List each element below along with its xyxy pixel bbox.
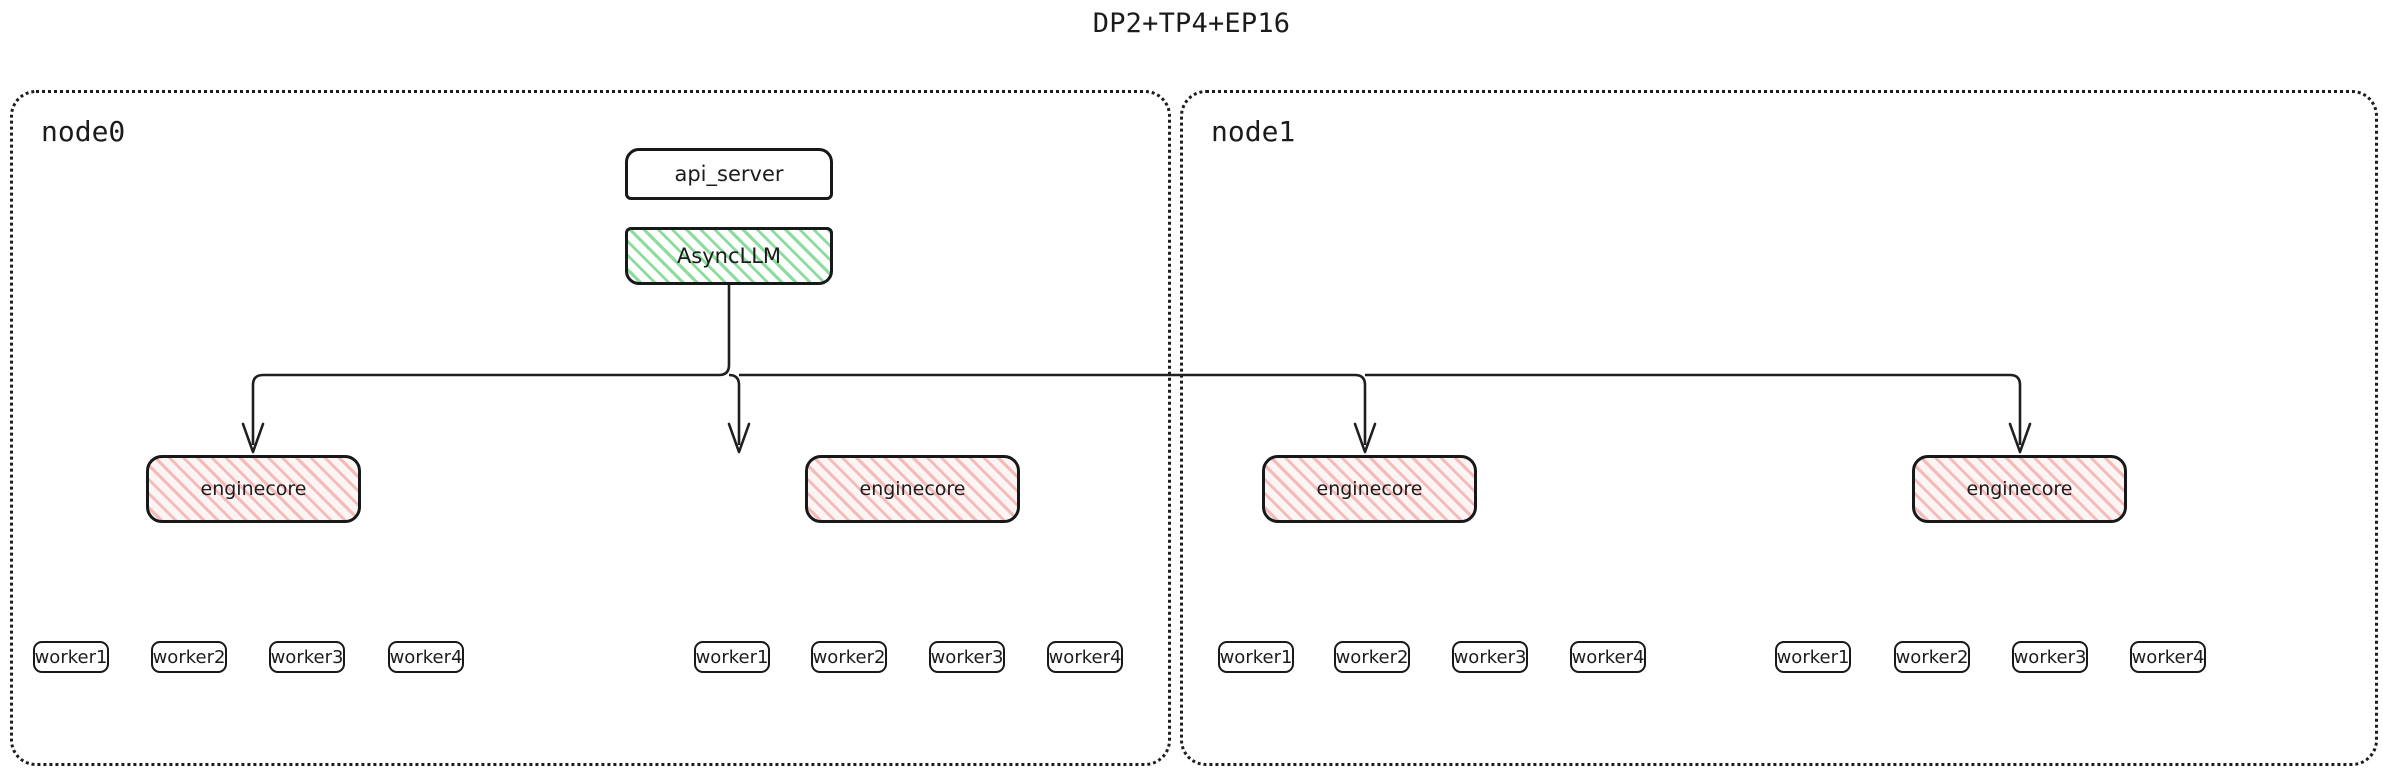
- enginecore-box-3[interactable]: enginecore: [1262, 455, 1477, 523]
- api-server-box[interactable]: api_server: [625, 148, 833, 200]
- enginecore-box-1[interactable]: enginecore: [146, 455, 361, 523]
- enginecore-label-3: enginecore: [1316, 478, 1423, 500]
- worker-label-g3-w4: worker4: [1571, 646, 1645, 668]
- worker-box-g1-w4[interactable]: worker4: [388, 641, 464, 673]
- enginecore-label-1: enginecore: [200, 478, 307, 500]
- enginecore-label-4: enginecore: [1966, 478, 2073, 500]
- worker-label-g4-w2: worker2: [1895, 646, 1969, 668]
- worker-label-g4-w3: worker3: [2013, 646, 2087, 668]
- worker-label-g2-w4: worker4: [1048, 646, 1122, 668]
- worker-box-g2-w2[interactable]: worker2: [811, 641, 887, 673]
- worker-label-g1-w2: worker2: [152, 646, 226, 668]
- asyncllm-label: AsyncLLM: [676, 244, 782, 268]
- worker-box-g1-w2[interactable]: worker2: [151, 641, 227, 673]
- enginecore-box-2[interactable]: enginecore: [805, 455, 1020, 523]
- node-group-label-node0: node0: [41, 115, 126, 148]
- worker-box-g1-w3[interactable]: worker3: [269, 641, 345, 673]
- worker-box-g3-w3[interactable]: worker3: [1452, 641, 1528, 673]
- page-title: DP2+TP4+EP16: [1092, 8, 1291, 39]
- worker-box-g2-w4[interactable]: worker4: [1047, 641, 1123, 673]
- worker-label-g4-w4: worker4: [2131, 646, 2205, 668]
- worker-box-g2-w3[interactable]: worker3: [929, 641, 1005, 673]
- worker-box-g3-w2[interactable]: worker2: [1334, 641, 1410, 673]
- worker-label-g1-w1: worker1: [34, 646, 108, 668]
- worker-label-g4-w1: worker1: [1776, 646, 1850, 668]
- worker-label-g1-w3: worker3: [270, 646, 344, 668]
- worker-box-g4-w3[interactable]: worker3: [2012, 641, 2088, 673]
- worker-label-g3-w3: worker3: [1453, 646, 1527, 668]
- worker-label-g2-w3: worker3: [930, 646, 1004, 668]
- asyncllm-box[interactable]: AsyncLLM: [625, 227, 833, 285]
- worker-box-g2-w1[interactable]: worker1: [694, 641, 770, 673]
- enginecore-box-4[interactable]: enginecore: [1912, 455, 2127, 523]
- worker-label-g3-w2: worker2: [1335, 646, 1409, 668]
- worker-box-g4-w1[interactable]: worker1: [1775, 641, 1851, 673]
- worker-box-g4-w4[interactable]: worker4: [2130, 641, 2206, 673]
- node-group-label-node1: node1: [1211, 115, 1296, 148]
- worker-label-g1-w4: worker4: [389, 646, 463, 668]
- worker-box-g4-w2[interactable]: worker2: [1894, 641, 1970, 673]
- enginecore-label-2: enginecore: [859, 478, 966, 500]
- worker-label-g3-w1: worker1: [1219, 646, 1293, 668]
- worker-box-g3-w1[interactable]: worker1: [1218, 641, 1294, 673]
- api-server-label: api_server: [674, 162, 784, 186]
- worker-box-g1-w1[interactable]: worker1: [33, 641, 109, 673]
- worker-label-g2-w1: worker1: [695, 646, 769, 668]
- worker-box-g3-w4[interactable]: worker4: [1570, 641, 1646, 673]
- worker-label-g2-w2: worker2: [812, 646, 886, 668]
